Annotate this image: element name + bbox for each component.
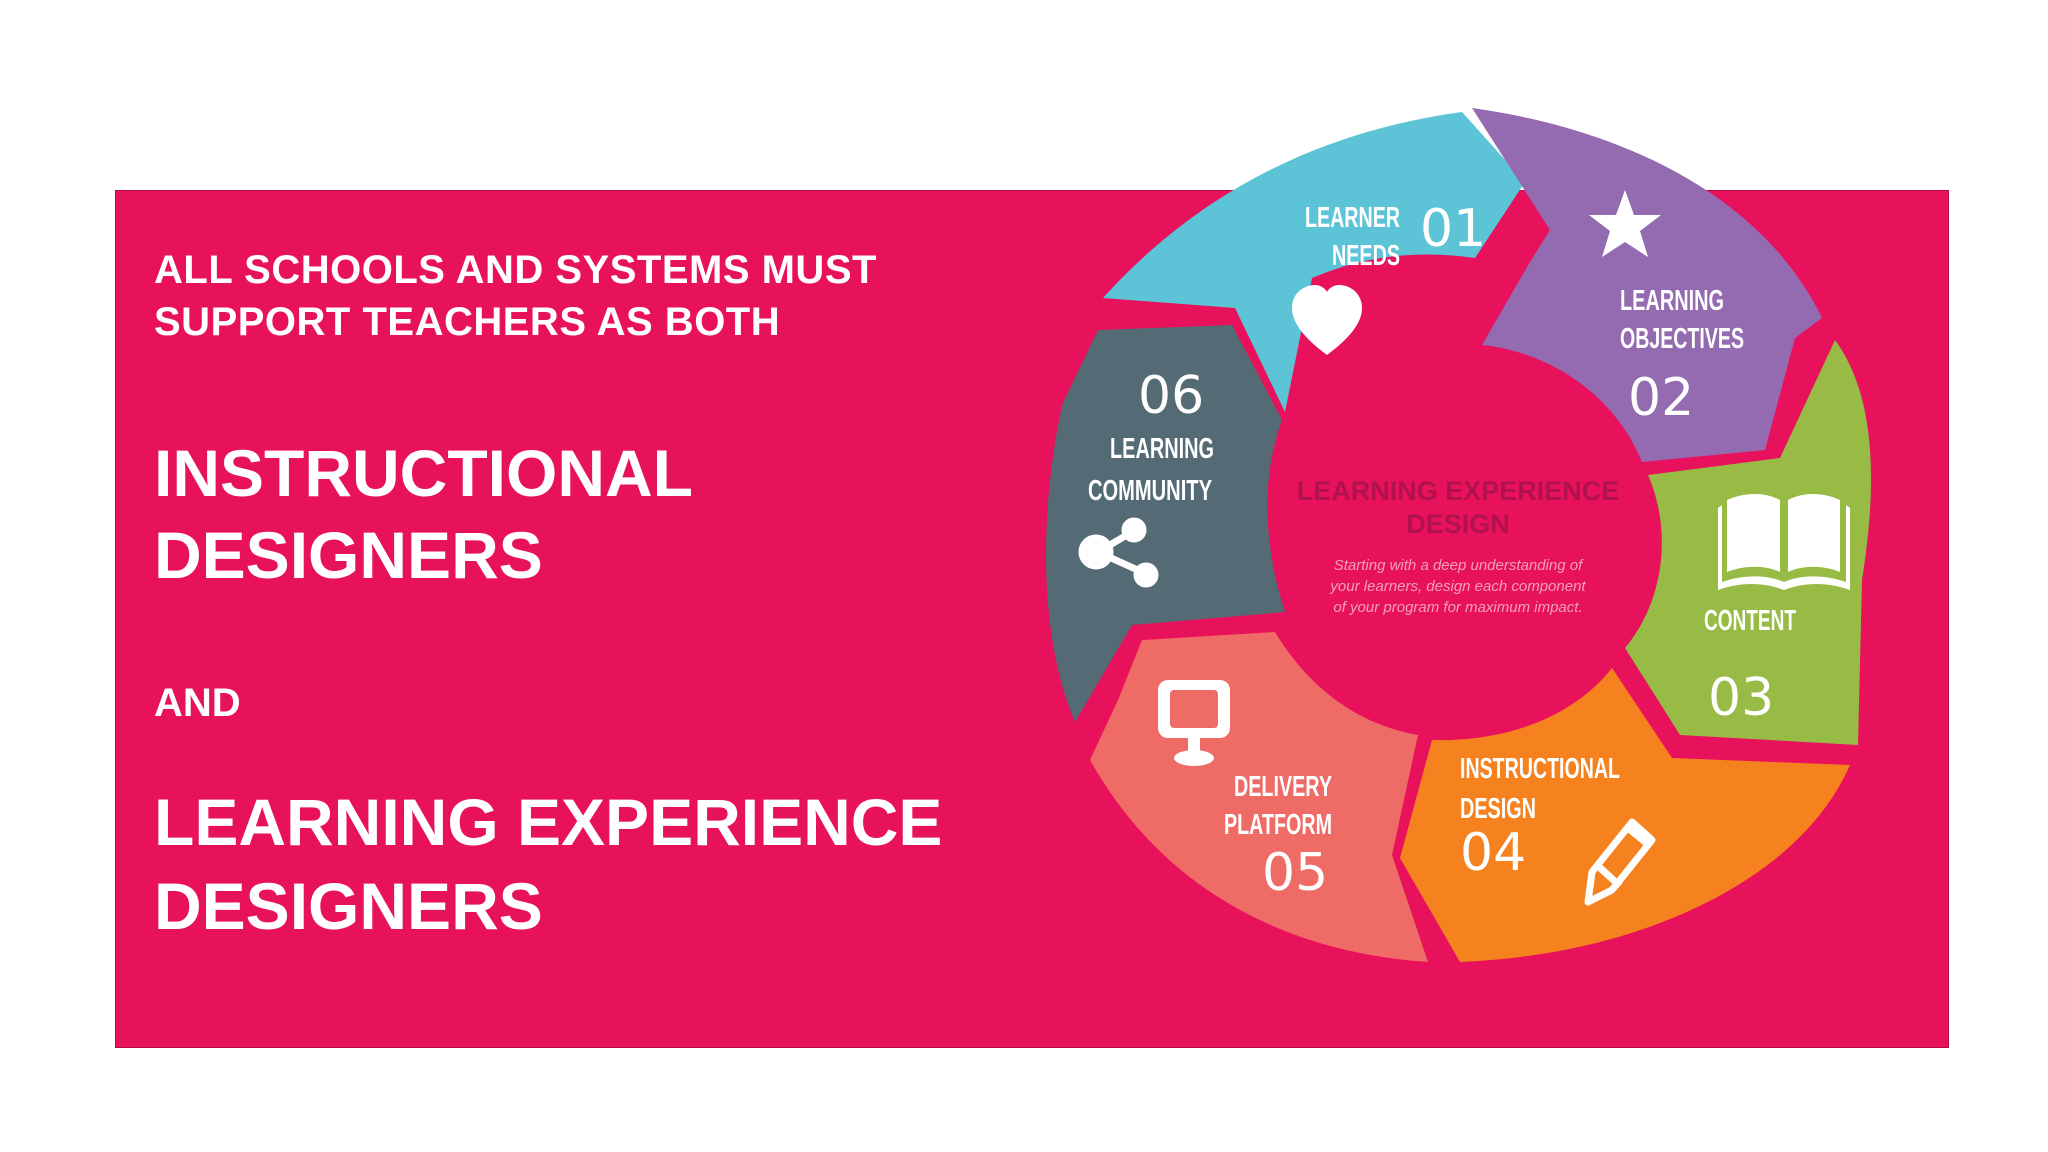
- connector-and: AND: [154, 681, 241, 725]
- role1-line-2: DESIGNERS: [154, 518, 543, 592]
- role-instructional-designers: INSTRUCTIONAL DESIGNERS: [154, 432, 693, 596]
- learning-experience-design-wheel: LEARNING EXPERIENCE DESIGN Starting with…: [1046, 108, 1872, 962]
- intro-line-2: SUPPORT TEACHERS AS BOTH: [154, 300, 781, 344]
- segment-01-label-line-1: LEARNER: [1305, 202, 1400, 234]
- segment-01-number: 01: [1420, 199, 1486, 259]
- share-icon: [1078, 517, 1159, 588]
- center-title-line-2: DESIGN: [1406, 509, 1510, 539]
- segment-04-shape: [1400, 668, 1850, 962]
- segment-05-number: 05: [1262, 843, 1328, 903]
- monitor-icon: [1158, 680, 1230, 766]
- segment-04-number: 04: [1460, 823, 1526, 883]
- segment-01-label-line-2: NEEDS: [1332, 240, 1400, 272]
- intro-line-1: ALL SCHOOLS AND SYSTEMS MUST: [154, 248, 877, 292]
- role2-line-1: LEARNING EXPERIENCE: [154, 785, 943, 859]
- center-title-line-1: LEARNING EXPERIENCE: [1297, 476, 1620, 506]
- segment-02-label-line-2: OBJECTIVES: [1620, 323, 1744, 355]
- segment-04-label-line-2: DESIGN: [1460, 793, 1536, 825]
- segment-03-number: 03: [1708, 668, 1774, 728]
- segment-06-number: 06: [1138, 366, 1204, 426]
- role2-line-2: DESIGNERS: [154, 869, 543, 943]
- segment-06-shape: [1046, 325, 1285, 722]
- segment-02-number: 02: [1628, 368, 1694, 428]
- star-icon: [1589, 190, 1661, 257]
- center-desc-line-2: your learners, design each component: [1329, 578, 1586, 595]
- segment-01-shape: [1103, 112, 1525, 412]
- book-icon: [1718, 494, 1850, 590]
- role1-line-1: INSTRUCTIONAL: [154, 436, 693, 510]
- segment-03-label: CONTENT: [1704, 605, 1796, 637]
- heart-icon: [1292, 285, 1362, 355]
- center-circle: [1273, 347, 1643, 717]
- segment-02-label-line-1: LEARNING: [1620, 285, 1724, 317]
- intro-text: ALL SCHOOLS AND SYSTEMS MUST SUPPORT TEA…: [154, 244, 877, 348]
- segment-05-label-line-1: DELIVERY: [1234, 771, 1332, 803]
- segment-02-shape: [1472, 108, 1822, 462]
- segment-06-label-line-2: COMMUNITY: [1088, 475, 1212, 507]
- segment-05-label-line-2: PLATFORM: [1224, 809, 1332, 841]
- center-desc-line-1: Starting with a deep understanding of: [1334, 557, 1584, 574]
- role-learning-experience-designers: LEARNING EXPERIENCE DESIGNERS: [154, 780, 942, 948]
- pencil-icon: [1584, 818, 1656, 906]
- segment-06-label-line-1: LEARNING: [1110, 433, 1214, 465]
- segment-04-label-line-1: INSTRUCTIONAL: [1460, 753, 1620, 785]
- center-desc-line-3: of your program for maximum impact.: [1333, 599, 1582, 616]
